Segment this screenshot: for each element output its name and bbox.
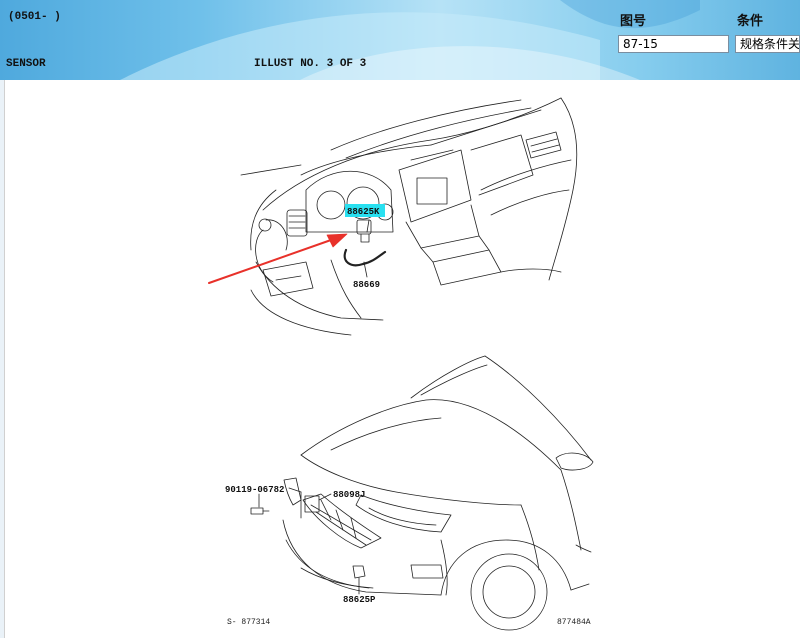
- date-range: (0501- ): [8, 11, 61, 23]
- figure-number-field[interactable]: 87-15: [618, 35, 729, 53]
- illust-number: ILLUST NO. 3 OF 3: [254, 58, 367, 70]
- header-background: [120, 0, 700, 80]
- illustration-code-left: S- 877314: [227, 618, 270, 627]
- illustration-panel: 88625K 88669: [4, 80, 800, 638]
- car-front-drawing: [250, 355, 594, 631]
- dashboard-drawing: [240, 97, 578, 336]
- part-label-88625p[interactable]: 88625P: [343, 595, 376, 605]
- figure-number-label: 图号: [620, 14, 647, 29]
- red-arrow: [208, 233, 348, 284]
- parts-illustration: 88625K 88669: [208, 97, 594, 631]
- category-label: SENSOR: [6, 58, 46, 70]
- part-label-88669[interactable]: 88669: [353, 280, 380, 290]
- part-label-88098j[interactable]: 88098J: [333, 490, 365, 500]
- highlight-box: [345, 204, 385, 217]
- left-scroll-strip: [0, 80, 4, 638]
- condition-label: 条件: [737, 14, 764, 29]
- illustration-code-right: 877484A: [557, 618, 591, 627]
- part-label-90119-06782[interactable]: 90119-06782: [225, 485, 284, 495]
- part-label-88625k[interactable]: 88625K: [347, 207, 380, 217]
- header-bar: (0501- ) SENSOR ILLUST NO. 3 OF 3 图号 条件 …: [0, 0, 800, 80]
- condition-field[interactable]: 规格条件关: [735, 35, 800, 53]
